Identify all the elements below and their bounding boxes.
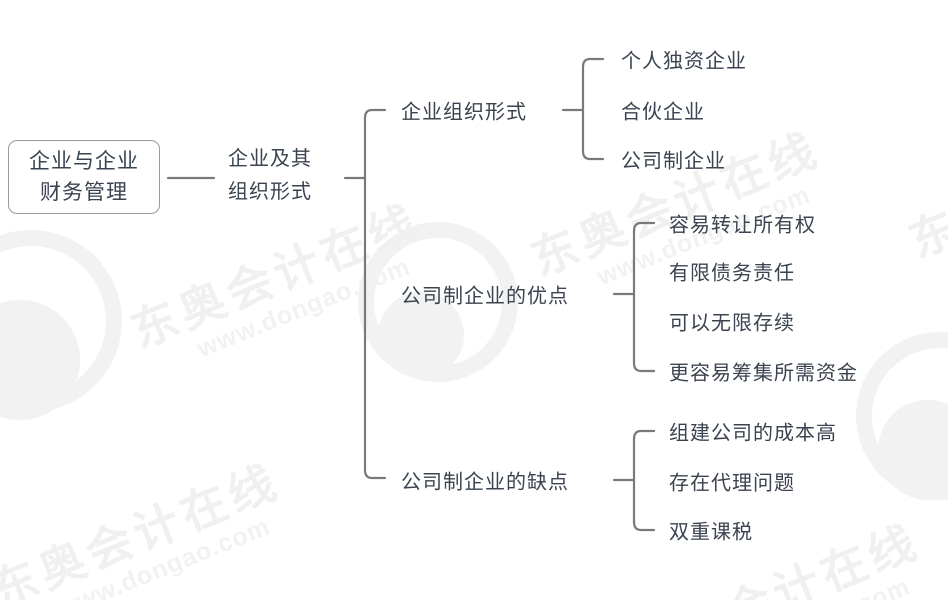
leaf-node[interactable]: 有限债务责任: [669, 257, 795, 286]
watermark-text: 东奥会计在线 www.dongao.com: [120, 185, 438, 384]
watermark-brand: 东奥会计在线: [0, 454, 287, 600]
level1-label-line1: 企业及其: [228, 148, 312, 170]
bracket-branch2: [632, 221, 656, 373]
branch-label-text: 企业组织形式: [401, 101, 527, 124]
branch-label-gongsizhiqiyedequedian[interactable]: 公司制企业的缺点: [401, 466, 569, 495]
watermark-url: www.dongao.com: [53, 512, 275, 600]
leaf-node[interactable]: 公司制企业: [621, 145, 726, 174]
watermark-url: www.dongao.com: [693, 563, 938, 600]
bracket-level1: [363, 108, 387, 480]
watermark-brand: 东奥会计在线: [901, 104, 948, 268]
branch-label-gongsizhiqiyedeyoudian[interactable]: 公司制企业的优点: [401, 280, 569, 309]
branch-label-text: 公司制企业的缺点: [401, 471, 569, 494]
leaf-label: 个人独资企业: [621, 50, 747, 73]
root-label-line1: 企业与企业: [29, 149, 139, 173]
leaf-node[interactable]: 存在代理问题: [669, 467, 795, 496]
root-label-line2: 财务管理: [40, 180, 128, 204]
watermark-ring: [0, 230, 122, 412]
leaf-node[interactable]: 更容易筹集所需资金: [669, 357, 858, 386]
leaf-label: 双重课税: [669, 521, 753, 544]
leaf-node[interactable]: 组建公司的成本高: [669, 417, 837, 446]
watermark-brand: 东奥会计在线: [123, 194, 427, 358]
leaf-node[interactable]: 容易转让所有权: [669, 209, 816, 238]
branch-label-qiyezuzhixingshi[interactable]: 企业组织形式: [401, 96, 527, 125]
leaf-label: 有限债务责任: [669, 262, 795, 285]
watermark-text: 东奥会计在线 www.dongao.com: [0, 445, 298, 600]
leaf-node[interactable]: 双重课税: [669, 516, 753, 545]
leaf-node[interactable]: 合伙企业: [621, 96, 705, 125]
level1-node[interactable]: 企业及其 组织形式: [228, 143, 312, 209]
bracket-branch1: [581, 57, 605, 161]
leaf-label: 公司制企业: [621, 150, 726, 173]
leaf-label: 合伙企业: [621, 101, 705, 124]
leaf-label: 更容易筹集所需资金: [669, 362, 858, 385]
leaf-label: 可以无限存续: [669, 312, 795, 335]
root-node[interactable]: 企业与企业 财务管理: [8, 140, 160, 214]
leaf-label: 存在代理问题: [669, 472, 795, 495]
watermark-blob: [0, 300, 80, 420]
leaf-node[interactable]: 个人独资企业: [621, 45, 747, 74]
watermark-text: 东奥会计在线 www.dongao.com: [620, 505, 938, 600]
watermark-brand: 东奥会计在线: [623, 514, 927, 600]
level1-label-line2: 组织形式: [228, 181, 312, 203]
watermark-ring: [856, 332, 948, 500]
watermark-text: 东奥会计在线 www.dongao.com: [898, 95, 948, 294]
bracket-branch3: [632, 429, 656, 532]
watermark-blob: [878, 400, 948, 500]
branch-label-text: 公司制企业的优点: [401, 285, 569, 308]
leaf-node[interactable]: 可以无限存续: [669, 307, 795, 336]
leaf-label: 容易转让所有权: [669, 214, 816, 237]
leaf-label: 组建公司的成本高: [669, 422, 837, 445]
